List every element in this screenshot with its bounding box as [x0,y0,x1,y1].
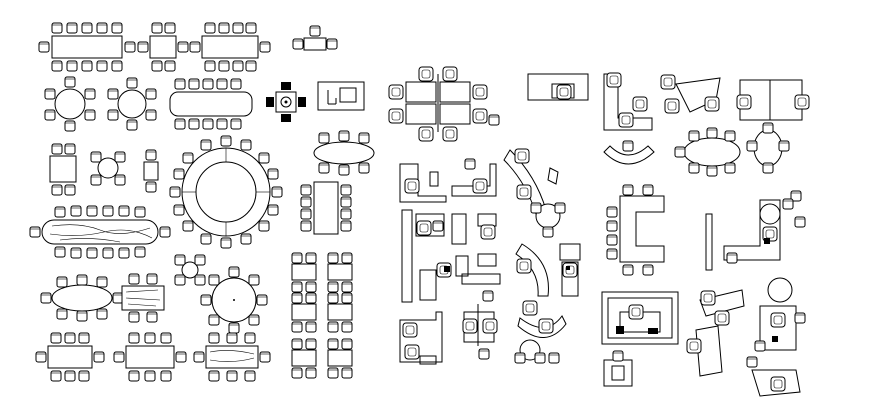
curved-desk-group [660,74,721,114]
round-table-6-seat [44,76,96,132]
cubicle-bottom-b [462,290,498,360]
curved-workstation-bottom [514,300,567,364]
dining-table-8-seat [189,22,271,72]
wood-table-6-seat [193,332,271,382]
table-6-seat-b [113,332,187,382]
side-table-2-seat [143,149,159,193]
diagonal-desk [686,289,745,377]
framed-office-room [601,291,679,345]
cubicle-left-a [399,163,447,203]
long-table-10-seat [300,181,352,235]
oval-table-8-seat-b [313,130,375,176]
large-round-table-16-seat [169,135,283,249]
executive-desk-top [527,73,589,101]
oval-table-8-seat [40,274,124,322]
cubicle-bottom-a [399,311,443,365]
dining-table-4-seat [137,22,189,72]
wood-grain-conference-table [29,205,171,259]
corner-office-desk [723,190,806,264]
wall-panel [705,213,713,271]
square-table-4-seat [49,143,77,196]
desk-with-panels-a [401,209,501,303]
wood-table-4-seat [121,273,165,323]
banquet-table-12-seat [169,78,253,130]
cubicle-left-b [451,158,497,197]
round-table-8-seat [200,266,268,334]
oval-meeting-table-4 [746,122,790,174]
curved-sofa [603,140,655,165]
workstation-cluster-4 [388,66,500,142]
executive-suite-bottom-right [746,277,806,397]
desk-pair-top-right [736,79,810,121]
dining-table-10-seat [38,22,136,72]
small-table-2-seat [292,25,338,51]
u-shaped-conference-table [606,184,665,276]
round-table-6-seat-b [107,77,157,131]
desk-with-chair-icon [317,81,365,111]
small-desk-chair-bottom [603,350,633,387]
oval-meeting-table-8 [674,127,741,177]
l-desk-with-armchairs [603,72,653,131]
curved-workstation-mid [515,243,581,297]
curved-workstation-left [503,148,566,238]
small-round-table-4-seat [90,151,126,186]
cross-table-4-seat [266,82,306,122]
table-6-seat [35,332,105,382]
table-pairs-grid [291,252,353,379]
small-cross-round-table [174,254,206,286]
